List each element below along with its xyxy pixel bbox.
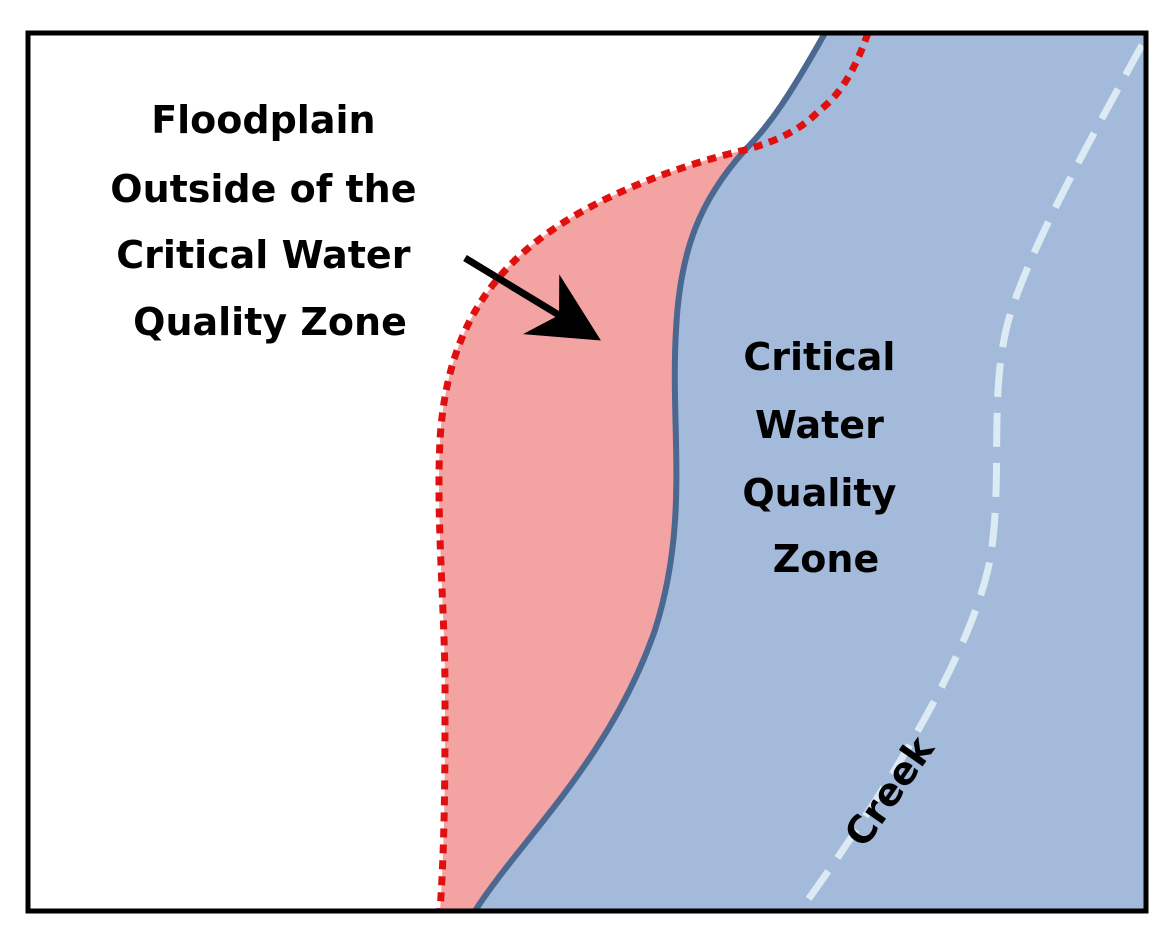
critical-zone-label-line-2: Water xyxy=(755,403,884,447)
critical-zone-boundary xyxy=(472,33,828,911)
frame-border xyxy=(25,30,1149,914)
critical-zone-label-line-3: Quality xyxy=(742,471,896,515)
floodplain-label-line-4: Quality Zone xyxy=(133,300,407,344)
floodplain-label-line-3: Critical Water xyxy=(116,233,410,277)
critical-zone-area xyxy=(475,33,1146,911)
critical-zone-label-line-1: Critical xyxy=(743,335,895,379)
floodplain-label-line-2: Outside of the xyxy=(110,167,416,211)
floodplain-boundary xyxy=(435,33,872,911)
floodplain-label: Floodplain Outside of the Critical Water… xyxy=(110,98,429,344)
critical-zone-label: Critical Water Quality Zone xyxy=(742,335,909,581)
creek-line xyxy=(797,43,1146,911)
critical-zone-label-line-4: Zone xyxy=(773,537,880,581)
floodplain-arrow xyxy=(463,255,601,341)
floodplain-label-line-1: Floodplain xyxy=(151,98,375,142)
floodplain-area xyxy=(438,150,745,911)
